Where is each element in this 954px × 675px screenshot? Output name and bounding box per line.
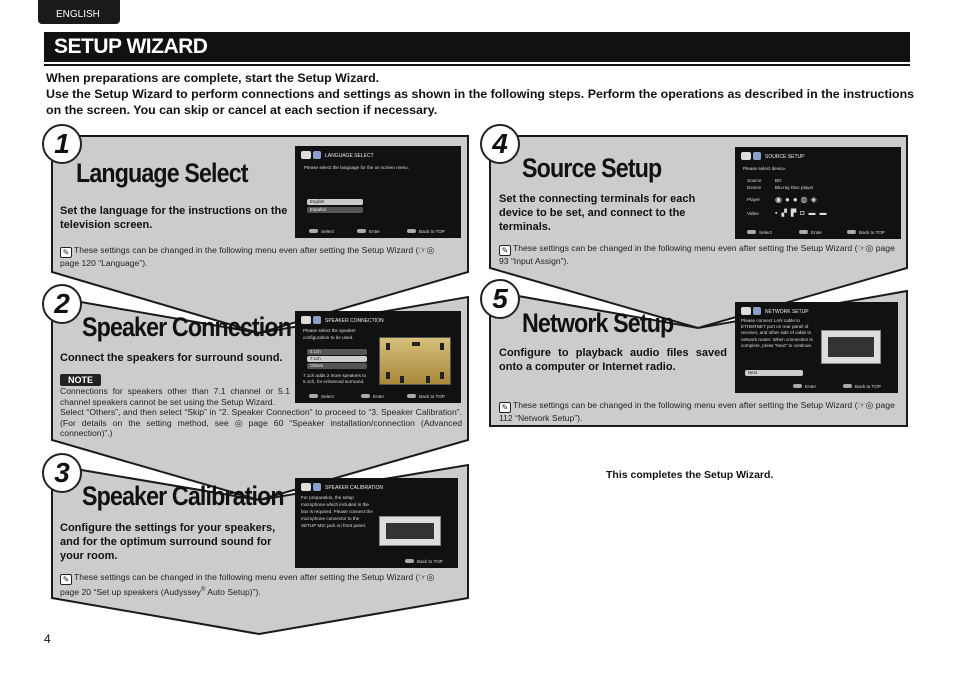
memo-icon: ✎ bbox=[499, 245, 511, 256]
player-label: Player bbox=[747, 197, 761, 202]
intro-line-2: Use the Setup Wizard to perform connecti… bbox=[46, 87, 915, 117]
section-title: SETUP WIZARD bbox=[44, 32, 910, 62]
video-icons[interactable]: ▪▞▛◘▬▬ bbox=[775, 210, 831, 217]
step-2-screen: SPEAKER CONNECTION Please select the spe… bbox=[295, 311, 461, 403]
wizard-icon bbox=[741, 152, 751, 160]
wizard-icon bbox=[301, 316, 311, 324]
next-option[interactable]: Next bbox=[745, 370, 803, 376]
footer-back: Back to TOP bbox=[407, 229, 445, 234]
footer-select: Select bbox=[309, 394, 334, 399]
footer-enter: Enter bbox=[799, 230, 822, 235]
step-1-screen: LANGUAGE SELECT Please select the langua… bbox=[295, 146, 461, 238]
reference-icon: ◎ bbox=[234, 417, 243, 428]
step-4-note: ✎These settings can be changed in the fo… bbox=[499, 243, 895, 266]
source-value: BD bbox=[775, 178, 782, 183]
network-icon bbox=[753, 307, 761, 315]
step-3-desc: Configure the settings for your speakers… bbox=[60, 522, 276, 562]
option-english[interactable]: English bbox=[307, 199, 363, 205]
screen-message: For preparation, the setup microphone wh… bbox=[301, 495, 373, 528]
screen-header: LANGUAGE SELECT bbox=[301, 151, 374, 159]
step-2-title: Speaker Connection bbox=[82, 312, 292, 342]
step-3-title: Speaker Calibration bbox=[82, 481, 285, 511]
screen-message: Please connect LAN cable to ETHERNET por… bbox=[741, 318, 813, 348]
footer-enter: Enter bbox=[793, 384, 816, 389]
step-2-note-1: Connections for speakers other than 7.1 … bbox=[60, 386, 290, 407]
video-label: Video bbox=[747, 211, 759, 216]
step-1-title: Language Select bbox=[76, 158, 248, 188]
footer-back: Back to TOP bbox=[847, 230, 885, 235]
source-label: Source bbox=[747, 178, 762, 183]
footer-enter: Enter bbox=[361, 394, 384, 399]
option-5-1ch[interactable]: 5.1ch bbox=[307, 349, 367, 355]
source-icon bbox=[753, 152, 761, 160]
wizard-icon bbox=[741, 307, 751, 315]
option-7-1ch[interactable]: 7.1ch bbox=[307, 356, 367, 362]
screen-header: SPEAKER CALIBRATION bbox=[301, 483, 383, 491]
step-1-note-text: These settings can be changed in the fol… bbox=[74, 245, 419, 255]
device-label: Device bbox=[747, 185, 762, 190]
step-5-number: 5 bbox=[480, 279, 520, 319]
player-icons[interactable]: ◉●●◍◈ bbox=[775, 195, 820, 204]
room-illustration bbox=[379, 337, 451, 385]
screen-message: Please select device. bbox=[743, 166, 787, 171]
footer-back: Back to TOP bbox=[405, 559, 443, 564]
step-1-desc: Set the language for the instructions on… bbox=[60, 205, 288, 231]
device-value: Blu-ray Disc player bbox=[775, 185, 814, 190]
reference-icon: ☞◎ bbox=[418, 572, 435, 582]
menu-icon bbox=[313, 151, 321, 159]
step-3-number: 3 bbox=[42, 453, 82, 493]
receiver-illustration bbox=[379, 516, 441, 546]
step-2-desc: Connect the speakers for surround sound. bbox=[60, 352, 283, 364]
wizard-icon bbox=[301, 483, 311, 491]
option-espanol[interactable]: Español bbox=[307, 207, 363, 213]
note-badge: NOTE bbox=[60, 370, 102, 388]
screen-message: Please select the speaker configuration … bbox=[303, 328, 356, 340]
footer-back: Back to TOP bbox=[407, 394, 445, 399]
footer-enter: Enter bbox=[357, 229, 380, 234]
intro-text: When preparations are complete, start th… bbox=[46, 70, 916, 118]
memo-icon: ✎ bbox=[60, 574, 72, 585]
section-rule bbox=[44, 64, 910, 66]
intro-line-1: When preparations are complete, start th… bbox=[46, 71, 380, 85]
step-3-screen: SPEAKER CALIBRATION For preparation, the… bbox=[295, 478, 458, 568]
step-1-number: 1 bbox=[42, 124, 82, 164]
screen-header: NETWORK SETUP bbox=[741, 307, 809, 315]
step-4-title: Source Setup bbox=[522, 153, 662, 183]
step-2-note-2: Select “Others”, and then select “Skip” … bbox=[60, 407, 463, 438]
memo-icon: ✎ bbox=[499, 402, 511, 413]
screen-header: SPEAKER CONNECTION bbox=[301, 316, 384, 324]
step-5-title: Network Setup bbox=[522, 308, 674, 338]
wizard-icon bbox=[301, 151, 311, 159]
footer-select: Select bbox=[747, 230, 772, 235]
microphone-icon bbox=[313, 483, 321, 491]
reference-icon: ☞◎ bbox=[857, 243, 874, 253]
step-4-desc: Set the connecting terminals for each de… bbox=[499, 193, 696, 233]
screen-header: SOURCE SETUP bbox=[741, 152, 804, 160]
screen-sub: 7.1ch adds 2 more speakers to 5.1ch, for… bbox=[303, 373, 367, 384]
footer-select: Select bbox=[309, 229, 334, 234]
step-2-number: 2 bbox=[42, 284, 82, 324]
language-tab: ENGLISH bbox=[38, 0, 120, 24]
step-5-desc: Configure to playback audio files saved … bbox=[499, 347, 727, 373]
reference-icon: ☞◎ bbox=[418, 245, 435, 255]
step-1-note-ref: page 120 “Language”). bbox=[60, 258, 148, 268]
footer-back: Back to TOP bbox=[843, 384, 881, 389]
screen-message: Please select the language for the on sc… bbox=[304, 165, 409, 170]
speaker-icon bbox=[313, 316, 321, 324]
step-4-screen: SOURCE SETUP Please select device. Sourc… bbox=[735, 147, 901, 239]
step-4-number: 4 bbox=[480, 124, 520, 164]
step-5-note: ✎These settings can be changed in the fo… bbox=[499, 400, 895, 423]
step-5-screen: NETWORK SETUP Please connect LAN cable t… bbox=[735, 302, 898, 393]
reference-icon: ☞◎ bbox=[857, 400, 874, 410]
step-3-note: ✎These settings can be changed in the fo… bbox=[60, 572, 435, 597]
memo-icon: ✎ bbox=[60, 247, 72, 258]
completion-text: This completes the Setup Wizard. bbox=[606, 469, 774, 481]
step-1-note: ✎These settings can be changed in the fo… bbox=[60, 245, 450, 269]
page-number: 4 bbox=[44, 632, 51, 646]
receiver-rear-illustration bbox=[821, 330, 881, 364]
option-others[interactable]: Others bbox=[307, 363, 367, 369]
